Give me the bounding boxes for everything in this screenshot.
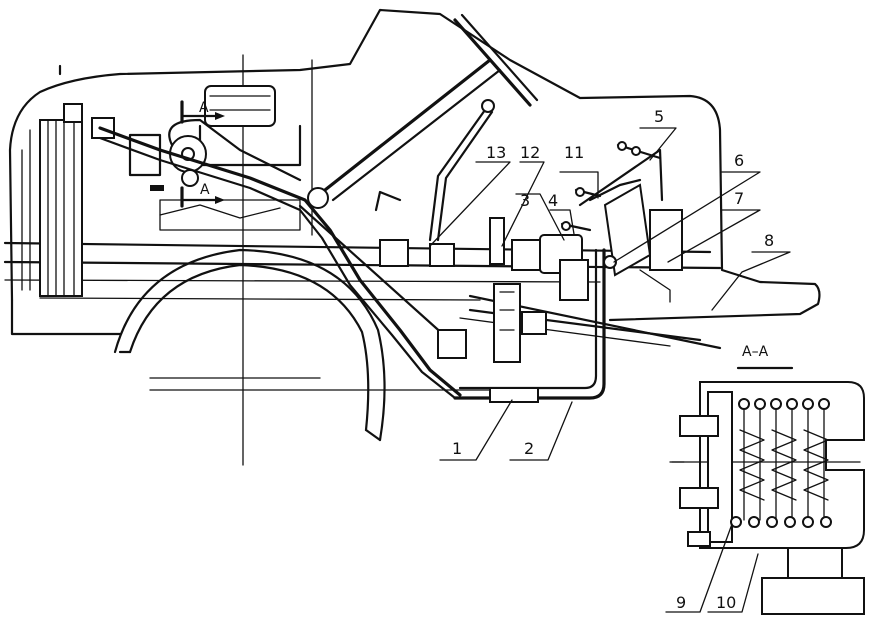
callout-10: 10 [716,593,736,612]
section-view: A–A [669,344,865,615]
callout-12: 12 [520,143,540,162]
callout-4: 4 [548,191,558,210]
callout-3: 3 [520,191,530,210]
callout-7: 7 [734,189,744,208]
callout-8: 8 [764,231,774,250]
callout-6: 6 [734,151,744,170]
belt-pulley [168,118,302,187]
callout-13: 13 [486,143,506,162]
heater-box [578,148,683,303]
body-outline [8,8,821,336]
section-mark-top: A [199,100,209,116]
gear-lever [428,99,495,242]
section-title: A–A [742,344,769,360]
leader-lines [429,127,791,613]
callout-9: 9 [676,593,686,612]
rivets-top [738,398,830,410]
heater-hoses [98,126,606,403]
rivets-bottom [730,516,832,528]
wheel-arch [113,248,521,442]
callout-5: 5 [654,107,664,126]
section-mark-bottom: A [200,182,210,198]
steering-column [307,13,539,209]
coil-springs [739,409,829,521]
control-knobs [560,141,662,232]
callout-labels: 1 2 3 4 5 6 7 8 9 10 11 12 13 [452,107,774,612]
callout-2: 2 [524,439,534,458]
radiator [39,103,115,297]
valve-cluster [374,190,589,363]
callout-11: 11 [564,143,584,162]
callout-1: 1 [452,439,462,458]
section-markers: A A [180,100,225,208]
